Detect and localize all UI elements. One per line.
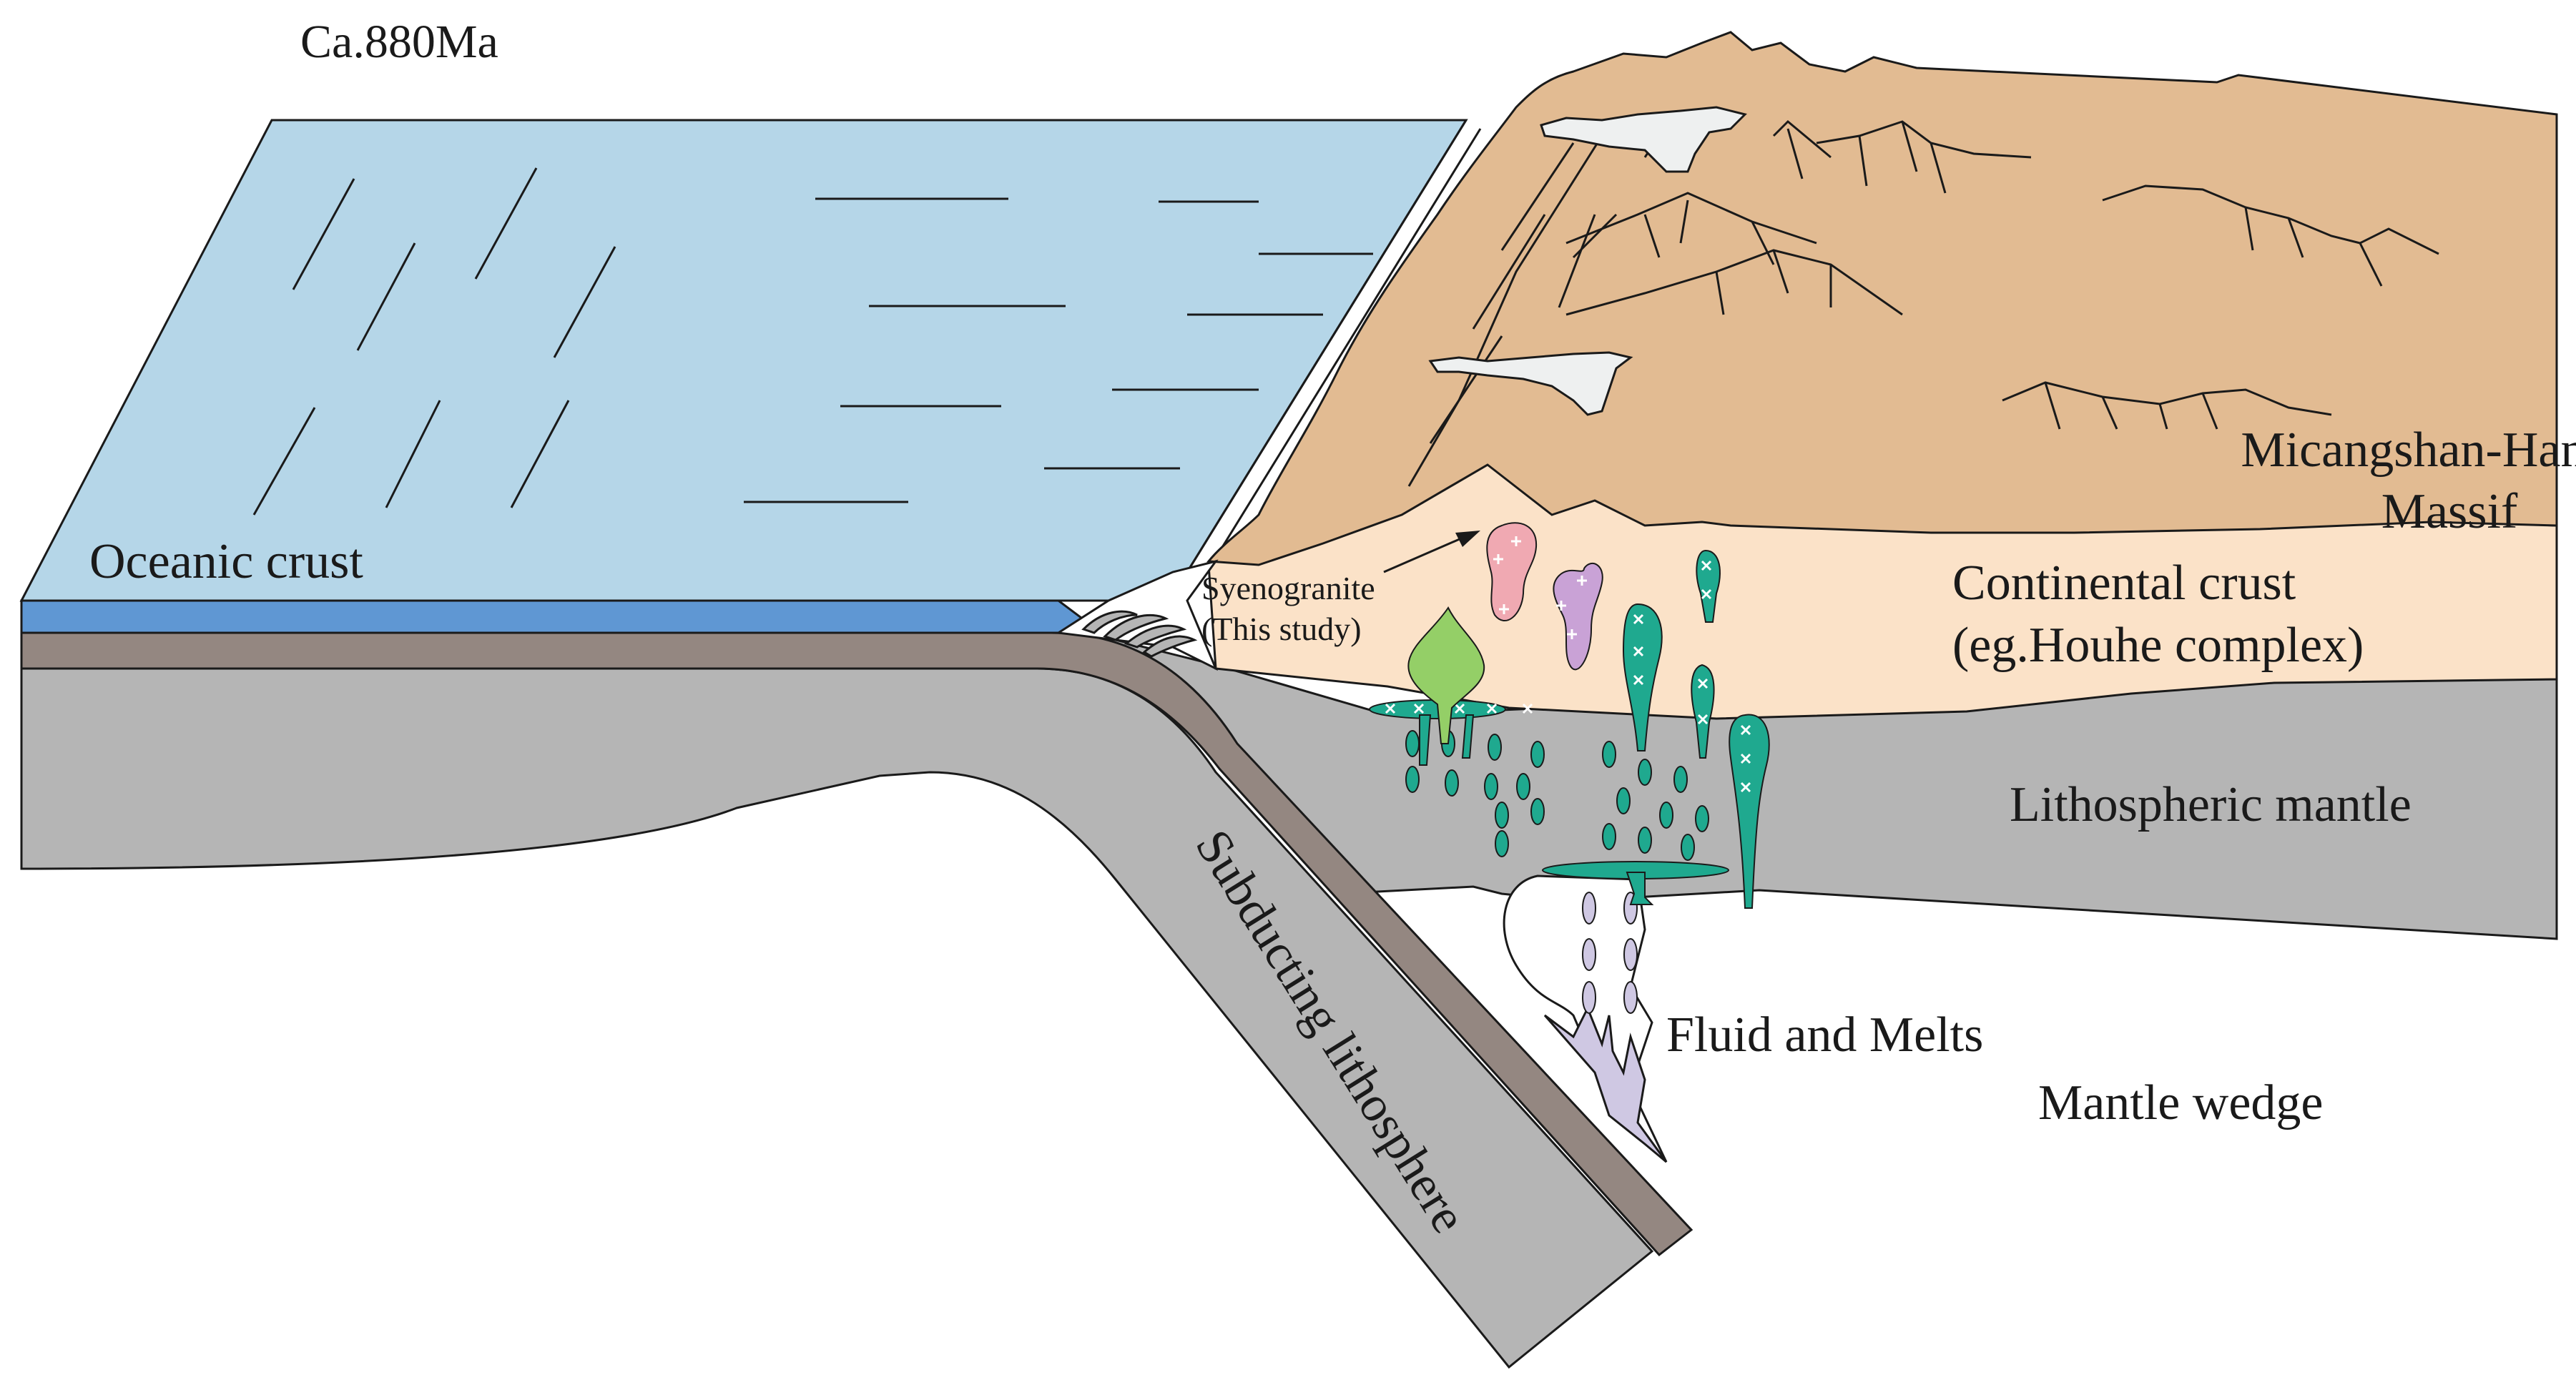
snow-patch-2 [1428, 351, 1633, 416]
syenogranite-arrow [1383, 531, 1480, 573]
subducting-slab [20, 667, 1654, 1369]
shelf-edge-line [1186, 119, 1468, 573]
oceanic-crust-band [20, 599, 1090, 634]
syenogranite-plus-marks [1493, 536, 1521, 614]
fluid-and-melts-label: Fluid and Melts [1666, 1007, 1983, 1063]
melt-droplets [1582, 892, 1638, 1014]
purple-pluton-plus-marks [1556, 576, 1587, 639]
purple-pluton [1553, 562, 1603, 671]
massif-terrain [1206, 31, 2558, 566]
mantle-wedge-label: Mantle wedge [2038, 1075, 2323, 1130]
mafic-intrusions [1369, 549, 1770, 909]
ocean-wave-strokes [252, 167, 1373, 516]
massif-label-line1: Micangshan-Hannan [2241, 423, 2576, 478]
snow-patch-1 [1540, 106, 1747, 173]
oceanic-crust-label: Oceanic crust [89, 534, 363, 589]
continental-crust-label-line1: Continental crust [1952, 556, 2296, 611]
massif-label-line2: Massif [2381, 484, 2518, 539]
syenogranite-pluton [1486, 522, 1538, 622]
continental-crust-label-line2: (eg.Houhe complex) [1952, 618, 2364, 673]
mafic-cross-marks [1385, 560, 1751, 793]
green-pluton [1407, 606, 1485, 744]
slab-dark-band [20, 631, 1693, 1257]
accretionary-wedge-folds [1081, 610, 1198, 658]
syenogranite-label-line2: (This study) [1201, 611, 1362, 647]
shelf-edge-line-2 [1214, 128, 1482, 558]
lithospheric-mantle-label: Lithospheric mantle [2010, 777, 2412, 832]
age-label: Ca.880Ma [300, 16, 498, 68]
melt-roots [1543, 1005, 1668, 1163]
syenogranite-label-line1: Syenogranite [1201, 570, 1375, 606]
